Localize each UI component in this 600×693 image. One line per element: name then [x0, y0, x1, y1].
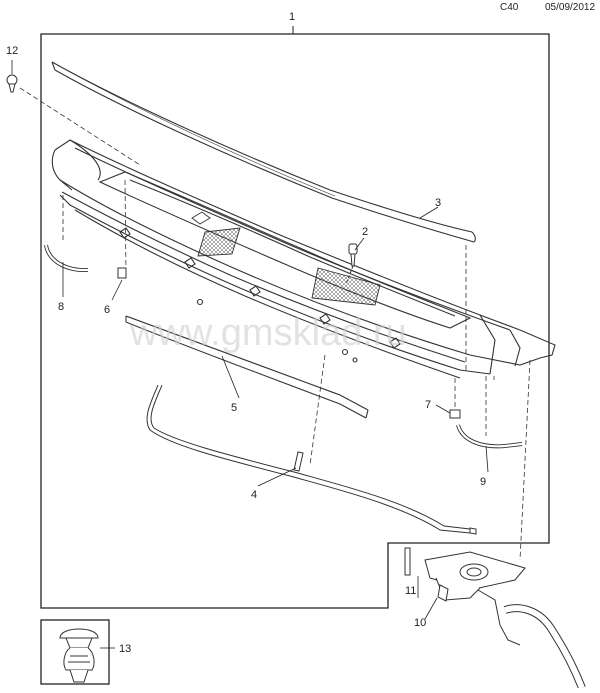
cowl-panel	[51, 139, 556, 379]
callout-13: 13	[119, 643, 131, 655]
hose-9	[456, 424, 523, 449]
bumper-6	[117, 267, 127, 279]
main-frame	[40, 33, 550, 609]
nozzle-assembly-10-11	[404, 547, 586, 690]
callout-11: 11	[405, 585, 416, 597]
clip-2	[345, 243, 358, 285]
callout-12: 12	[6, 45, 18, 57]
page-code: C40	[500, 2, 519, 13]
mesh-grille-left	[197, 227, 241, 257]
plug-13	[59, 628, 99, 683]
watermark: www.gmsklad.ru	[129, 312, 407, 354]
callout-8: 8	[58, 301, 64, 313]
callout-9: 9	[480, 476, 486, 488]
seal-strip-3	[51, 61, 476, 243]
page-date: 05/09/2012	[545, 2, 596, 13]
callout-7: 7	[425, 399, 431, 411]
washer-hose-4	[146, 384, 477, 535]
callout-6: 6	[104, 304, 110, 316]
inset-frame	[40, 619, 110, 685]
panel-clip	[191, 211, 211, 225]
bumper-7	[449, 409, 461, 419]
callout-1: 1	[289, 11, 295, 23]
callout-3: 3	[435, 197, 441, 209]
callout-2: 2	[362, 226, 368, 238]
mesh-grille-right	[311, 267, 381, 306]
screw-12	[6, 74, 18, 93]
callout-5: 5	[231, 402, 237, 414]
callout-leaders	[11, 60, 489, 649]
callout-labels: 1 2 3 4 5 6 7 8 9 10 11 12 13	[6, 11, 486, 655]
callout-4: 4	[251, 489, 257, 501]
callout-10: 10	[414, 617, 426, 629]
assembly-leaders	[19, 87, 531, 561]
seal-strip-5	[125, 315, 369, 419]
